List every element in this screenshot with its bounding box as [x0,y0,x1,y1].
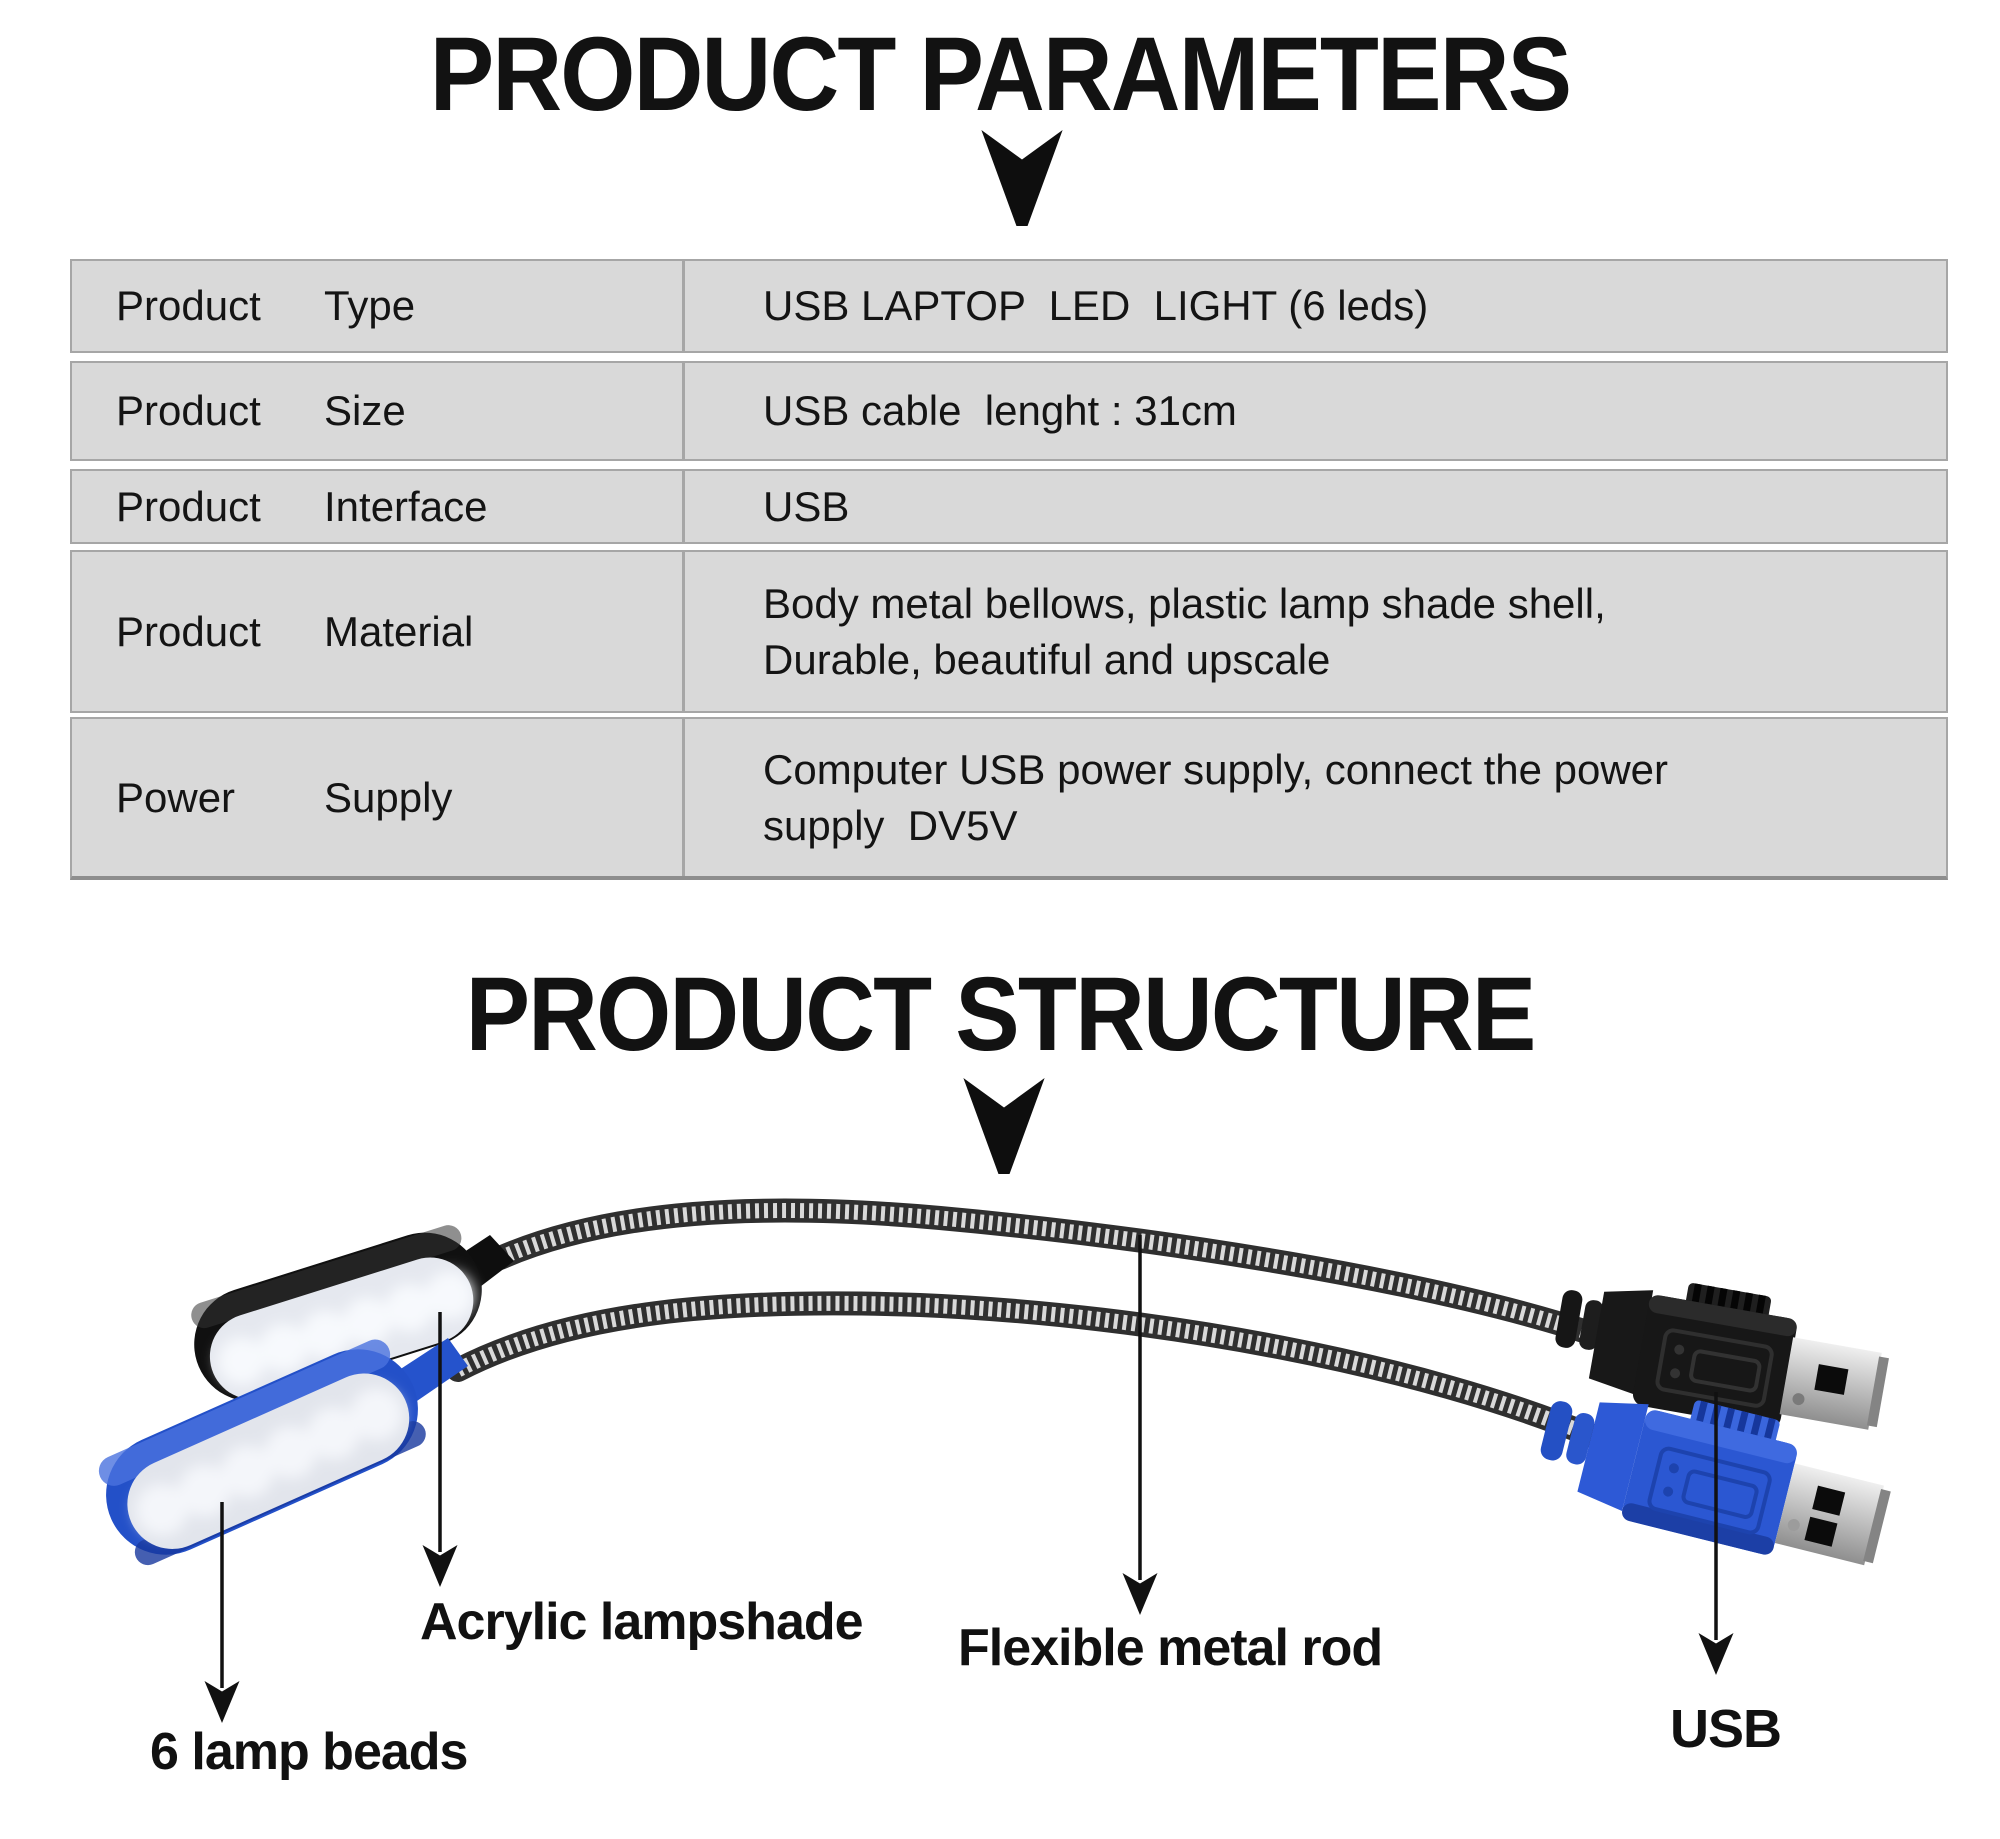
flexible-metal-rod-lower [446,1291,1604,1448]
spec-label-cell: Product Type [72,261,685,351]
table-row: Product Material Body metal bellows, pla… [70,550,1948,713]
table-row: Power Supply Computer USB power supply, … [70,717,1948,880]
table-row: Product Type USB LAPTOP LED LIGHT (6 led… [70,259,1948,353]
spec-label-word: Type [324,282,416,329]
table-row: Product Size USB cable lenght : 31cm [70,361,1948,461]
parameters-title: PRODUCT PARAMETERS [429,16,1572,133]
spec-label-word: Interface [324,482,488,530]
spec-label-word: Size [324,387,406,434]
spec-label-word: Product [116,282,261,329]
spec-label-word: Product [116,482,261,530]
flexible-metal-rod-upper [488,1198,1608,1347]
callout-label-metal-rod: Flexible metal rod [958,1619,1383,1677]
product-structure-diagram [0,1140,2000,1839]
callout-label-lamp-beads: 6 lamp beads [150,1723,468,1781]
spec-value-cell: USB LAPTOP LED LIGHT (6 leds) [763,282,1429,330]
spec-label-word: Product [116,607,261,655]
usb-connector-blue [1540,1400,1891,1566]
chevron-down-icon [963,1078,1045,1174]
spec-value-cell: USB [763,482,850,530]
spec-label-word: Product [116,387,261,434]
spec-label-word: Power [116,773,236,821]
lamp-head-blue [98,1338,468,1566]
lamp-head-black [191,1225,514,1402]
spec-label-cell: Product Material [72,552,685,711]
spec-label-cell: Product Size [72,363,685,459]
callout-label-usb: USB [1670,1699,1782,1759]
led-beads [135,1388,403,1536]
structure-title: PRODUCT STRUCTURE [465,956,1537,1073]
spec-value-cell: Computer USB power supply, connect the p… [763,746,1669,849]
chevron-down-icon [981,130,1063,226]
lamp-illustration [98,1198,1891,1723]
spec-value-cell: Body metal bellows, plastic lamp shade s… [763,580,1606,683]
table-row: Product Interface USB [70,469,1948,544]
usb-plug-silver [1774,1463,1891,1566]
usb-plug-silver [1779,1337,1889,1430]
spec-label-word: Material [324,607,474,655]
spec-label-word: Supply [324,773,453,821]
spec-label-cell: Product Interface [72,471,685,542]
usb-connector-black [1555,1283,1889,1430]
spec-value-cell: USB cable lenght : 31cm [763,387,1237,435]
spec-label-cell: Power Supply [72,719,685,876]
callout-label-lampshade: Acrylic lampshade [420,1593,864,1651]
led-beads [217,1271,474,1385]
